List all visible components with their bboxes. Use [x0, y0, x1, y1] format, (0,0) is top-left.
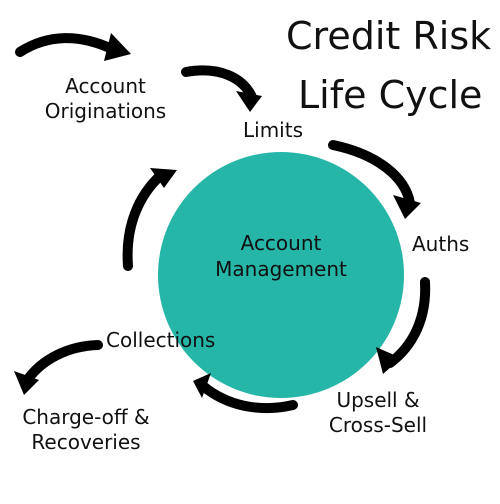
account-originations-line-2: Originations	[44, 99, 167, 123]
arrow-limits-to-auths	[328, 140, 421, 219]
account-management-line-2: Management	[215, 257, 347, 281]
account-management-line-1: Account	[240, 231, 322, 255]
stage-limits: Limits	[243, 118, 303, 142]
arrow-auths-to-upsell	[376, 277, 431, 374]
title-line-1: Credit Risk	[286, 14, 492, 58]
upsell-line-1: Upsell &	[336, 388, 420, 412]
account-management-circle	[158, 152, 404, 398]
arrow-upsell-to-collections	[193, 373, 298, 414]
upsell-line-2: Cross-Sell	[328, 413, 428, 437]
chargeoff-line-2: Recoveries	[31, 430, 141, 454]
stage-upsell-cross-sell: Upsell & Cross-Sell	[321, 388, 435, 438]
stage-chargeoff-recoveries: Charge-off & Recoveries	[14, 405, 158, 455]
stage-account-originations: Account Originations	[40, 74, 171, 124]
stage-auths: Auths	[412, 232, 470, 256]
arrow-origination-entry	[15, 33, 131, 61]
chargeoff-line-1: Charge-off &	[22, 405, 150, 429]
account-management-label: Account Management	[203, 230, 359, 282]
stage-collections: Collections	[106, 328, 216, 352]
account-originations-line-1: Account	[65, 74, 146, 98]
arrow-originations-to-limits	[181, 65, 262, 112]
arrow-management-to-limits	[122, 168, 177, 271]
arrow-collections-to-chargeoff	[14, 340, 103, 395]
title-line-2: Life Cycle	[298, 73, 483, 117]
